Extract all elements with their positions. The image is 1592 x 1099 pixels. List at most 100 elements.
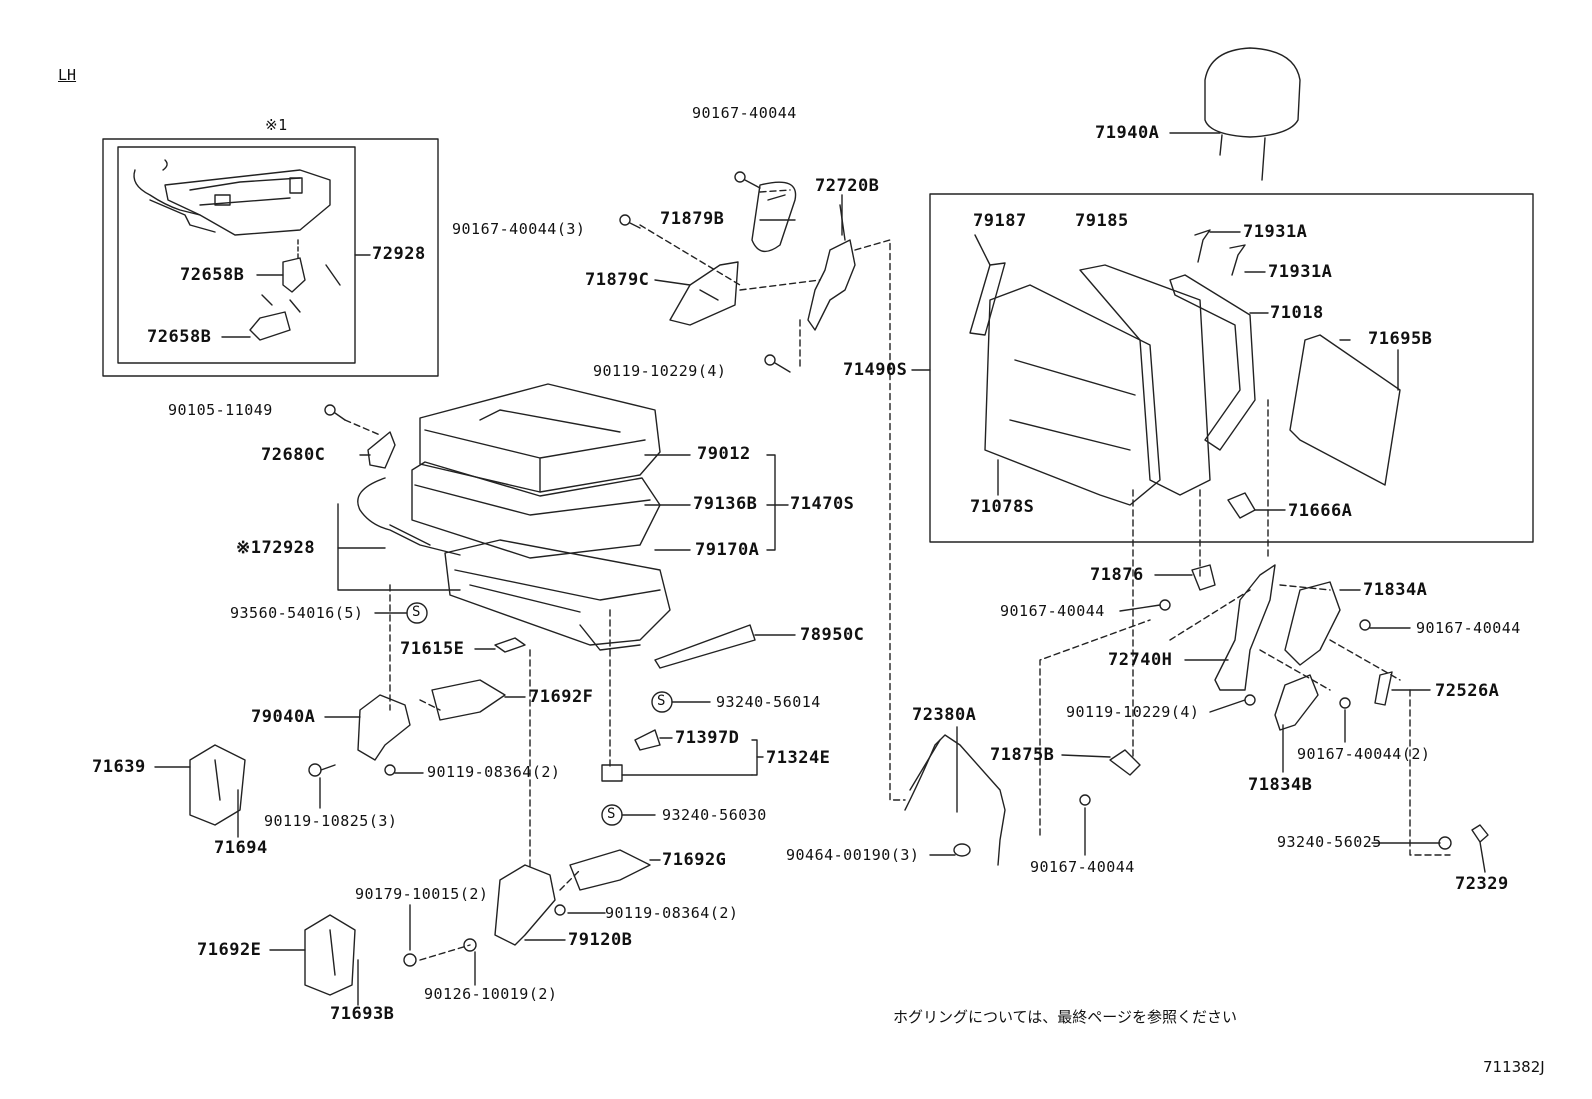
label-71692F: 71692F: [529, 687, 594, 707]
label-71470S: 71470S: [790, 494, 855, 514]
label-71879C: 71879C: [585, 270, 650, 290]
label-90167-40044-bottom: 90167-40044: [1030, 858, 1135, 876]
cover-71615E-drawing: [494, 637, 526, 653]
hinge-72740H-drawing: [1214, 564, 1276, 691]
label-93240-56025: 93240-56025: [1277, 833, 1382, 851]
label-71931A-b: 71931A: [1268, 262, 1333, 282]
label-90105-11049: 90105-11049: [168, 401, 273, 419]
headrest-71940A-drawing: [1204, 47, 1301, 181]
label-71875B: 71875B: [990, 745, 1055, 765]
label-79040A: 79040A: [251, 707, 316, 727]
seat-pad-79136B-drawing: [411, 461, 661, 559]
label-72740H: 72740H: [1108, 650, 1173, 670]
label-93240-56014: 93240-56014: [716, 693, 821, 711]
seatback-box: [929, 193, 1534, 543]
label-71940A: 71940A: [1095, 123, 1160, 143]
cover-71834A-drawing: [1284, 581, 1341, 666]
label-79187: 79187: [973, 211, 1027, 231]
hog-ring-note: ホグリングについては、最終ページを参照ください: [893, 1008, 1237, 1026]
label-90167-40044-3: 90167-40044(3): [452, 220, 586, 238]
clip-71666A-drawing: [1227, 492, 1256, 519]
cover-71692F-drawing: [431, 679, 506, 721]
label-79170A: 79170A: [695, 540, 760, 560]
label-71834B: 71834B: [1248, 775, 1313, 795]
label-72680C: 72680C: [261, 445, 326, 465]
label-71834A: 71834A: [1363, 580, 1428, 600]
label-93240-56030: 93240-56030: [662, 806, 767, 824]
label-93560-54016: 93560-54016(5): [230, 604, 364, 622]
label-78950C: 78950C: [800, 625, 865, 645]
label-79120B: 79120B: [568, 930, 633, 950]
cover-71879B-drawing: [751, 181, 797, 253]
s-mark-2: S: [657, 693, 666, 709]
label-79185: 79185: [1075, 211, 1129, 231]
rail-78950C-drawing: [654, 624, 756, 669]
board-71695B-drawing: [1289, 334, 1401, 486]
seatback-frame-71018-drawing: [1169, 274, 1256, 451]
cover-72526A-drawing: [1374, 671, 1393, 706]
label-71879B: 71879B: [660, 209, 725, 229]
leg-79040A-drawing: [357, 694, 411, 761]
hog-ring-90464-drawing: [953, 843, 971, 857]
label-90119-08364-a: 90119-08364(2): [427, 763, 561, 781]
clip-71875B-drawing: [1109, 749, 1141, 776]
label-72329: 72329: [1455, 874, 1509, 894]
label-90179-10015: 90179-10015(2): [355, 885, 489, 903]
cushion-cable-drawing: [357, 477, 461, 556]
label-90167-40044-top: 90167-40044: [692, 104, 797, 122]
label-90167-40044-2: 90167-40044(2): [1297, 745, 1431, 763]
dashed-leader-lines: [344, 189, 1451, 961]
label-90119-08364-b: 90119-08364(2): [605, 904, 739, 922]
label-90167-40044-r1: 90167-40044: [1000, 602, 1105, 620]
label-72526A: 72526A: [1435, 681, 1500, 701]
label-71324E: 71324E: [766, 748, 831, 768]
label-72928: 72928: [372, 244, 426, 264]
label-90464-00190: 90464-00190(3): [786, 846, 920, 864]
label-172928: ※172928: [236, 538, 316, 558]
cover-71639-drawing: [189, 744, 246, 826]
inset-marker: ※1: [265, 116, 288, 134]
label-71694: 71694: [214, 838, 268, 858]
label-90119-10229-4-right: 90119-10229(4): [1066, 703, 1200, 721]
label-71693B: 71693B: [330, 1004, 395, 1024]
cover-71692G-drawing: [569, 849, 651, 891]
leg-79120B-drawing: [494, 864, 556, 946]
s-mark-1: S: [412, 604, 421, 620]
cover-71834B-drawing: [1274, 674, 1319, 731]
label-90119-10825: 90119-10825(3): [264, 812, 398, 830]
label-90167-40044-r2: 90167-40044: [1416, 619, 1521, 637]
bolt-drawings: [308, 171, 1452, 967]
label-71078S: 71078S: [970, 497, 1035, 517]
label-79136B: 79136B: [693, 494, 758, 514]
cover-71692E-drawing: [304, 914, 356, 996]
label-71615E: 71615E: [400, 639, 465, 659]
inset-box-outer: [102, 138, 439, 377]
label-90119-10229-4-left: 90119-10229(4): [593, 362, 727, 380]
seatback-79185-drawing: [1079, 264, 1211, 496]
pad-79187-drawing: [969, 262, 1006, 336]
label-71018: 71018: [1270, 303, 1324, 323]
label-71695B: 71695B: [1368, 329, 1433, 349]
label-71876: 71876: [1090, 565, 1144, 585]
label-72658B-a: 72658B: [180, 265, 245, 285]
cap-71324E-drawing: [601, 764, 623, 782]
label-71490S: 71490S: [843, 360, 908, 380]
inset-seat-frame-drawing: [133, 159, 331, 236]
label-71397D: 71397D: [675, 728, 740, 748]
label-90126-10019: 90126-10019(2): [424, 985, 558, 1003]
clip-71397D-drawing: [634, 729, 661, 751]
bracket-71879C-drawing: [669, 261, 739, 326]
label-79012: 79012: [697, 444, 751, 464]
label-71666A: 71666A: [1288, 501, 1353, 521]
label-71931A-a: 71931A: [1243, 222, 1308, 242]
cable-72380A-drawing: [904, 734, 1006, 866]
s-mark-3: S: [607, 806, 616, 822]
label-71692E: 71692E: [197, 940, 262, 960]
label-72380A: 72380A: [912, 705, 977, 725]
seat-cushion-79012-drawing: [419, 383, 661, 493]
side-label: LH: [58, 66, 77, 84]
label-72720B: 72720B: [815, 176, 880, 196]
label-71692G: 71692G: [662, 850, 727, 870]
bracket-72680C-drawing: [367, 431, 396, 469]
